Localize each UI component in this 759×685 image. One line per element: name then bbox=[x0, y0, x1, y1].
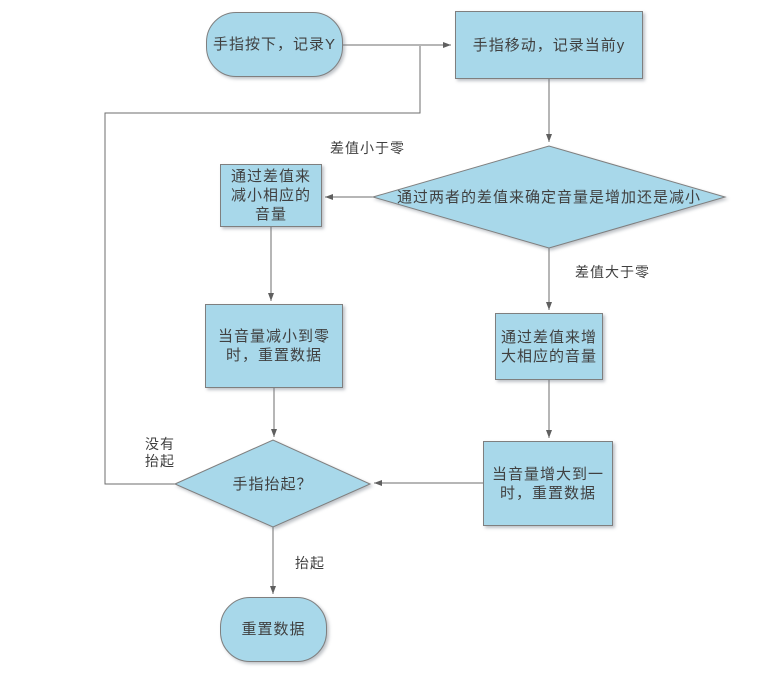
node-reset-at-one-label: 当音量增大到一时，重置数据 bbox=[492, 465, 605, 502]
edge-lifted-loopback bbox=[104, 46, 421, 485]
node-increase-volume-label: 通过差值来增大相应的音量 bbox=[500, 328, 597, 365]
node-reset-at-one: 当音量增大到一时，重置数据 bbox=[483, 441, 613, 526]
edge-label-lifted: 抬起 bbox=[295, 555, 325, 571]
node-finger-down-label: 手指按下，记录Y bbox=[212, 36, 336, 53]
node-increase-volume: 通过差值来增大相应的音量 bbox=[495, 313, 603, 380]
node-reset-at-zero: 当音量减小到零时，重置数据 bbox=[205, 304, 343, 388]
node-finger-down: 手指按下，记录Y bbox=[206, 12, 343, 77]
edge-label-diff-less-than-zero: 差值小于零 bbox=[330, 140, 405, 156]
edge-label-not-lifted: 没有 抬起 bbox=[145, 436, 175, 469]
node-reset-data-label: 重置数据 bbox=[241, 621, 306, 638]
node-decrease-volume: 通过差值来减小相应的音量 bbox=[220, 164, 322, 227]
node-reset-data: 重置数据 bbox=[220, 597, 327, 662]
diamond-finger-lifted bbox=[173, 439, 372, 528]
node-finger-move-label: 手指移动，记录当前y bbox=[472, 36, 626, 54]
edge-label-diff-greater-than-zero: 差值大于零 bbox=[575, 264, 650, 280]
node-decrease-volume-label: 通过差值来减小相应的音量 bbox=[230, 168, 311, 223]
diamond-decide-volume bbox=[371, 145, 727, 249]
node-finger-move: 手指移动，记录当前y bbox=[455, 11, 643, 79]
node-reset-at-zero-label: 当音量减小到零时，重置数据 bbox=[217, 328, 330, 364]
